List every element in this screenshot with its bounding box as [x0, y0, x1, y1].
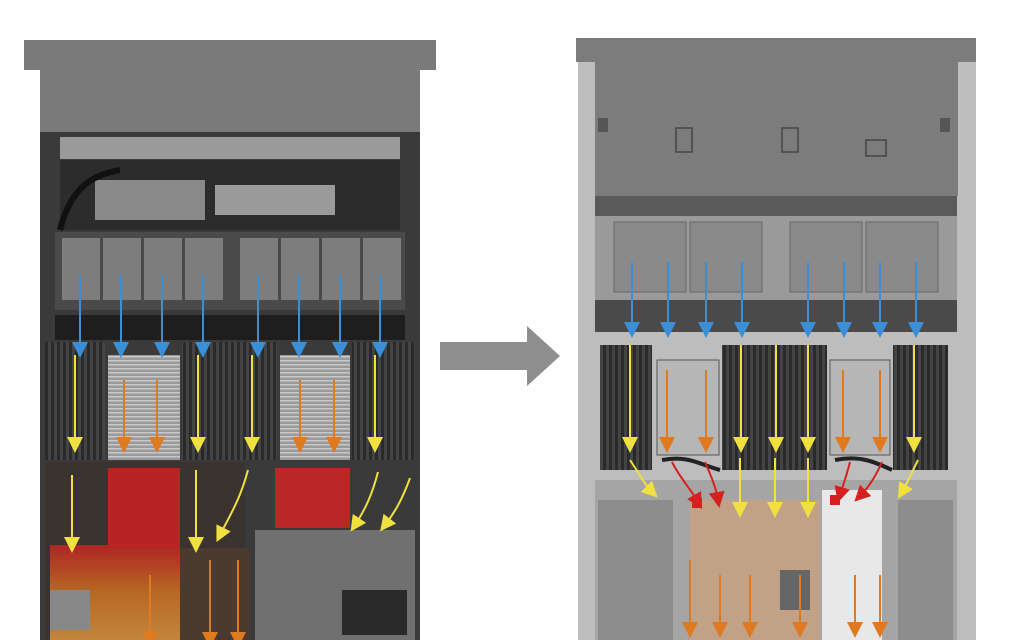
cpu-heatsink-1	[108, 355, 180, 460]
right-lower-zone	[595, 480, 957, 640]
cpu-heatsink-2	[280, 355, 350, 460]
right-fan-row	[595, 216, 957, 332]
left-airflow-arrows	[64, 275, 411, 640]
right-airflow-arrows	[622, 262, 924, 638]
left-memory-and-heatsinks	[45, 342, 415, 460]
left-hot-zone	[45, 462, 415, 640]
arrow-right-icon	[440, 326, 560, 386]
left-fan-row	[55, 232, 405, 340]
